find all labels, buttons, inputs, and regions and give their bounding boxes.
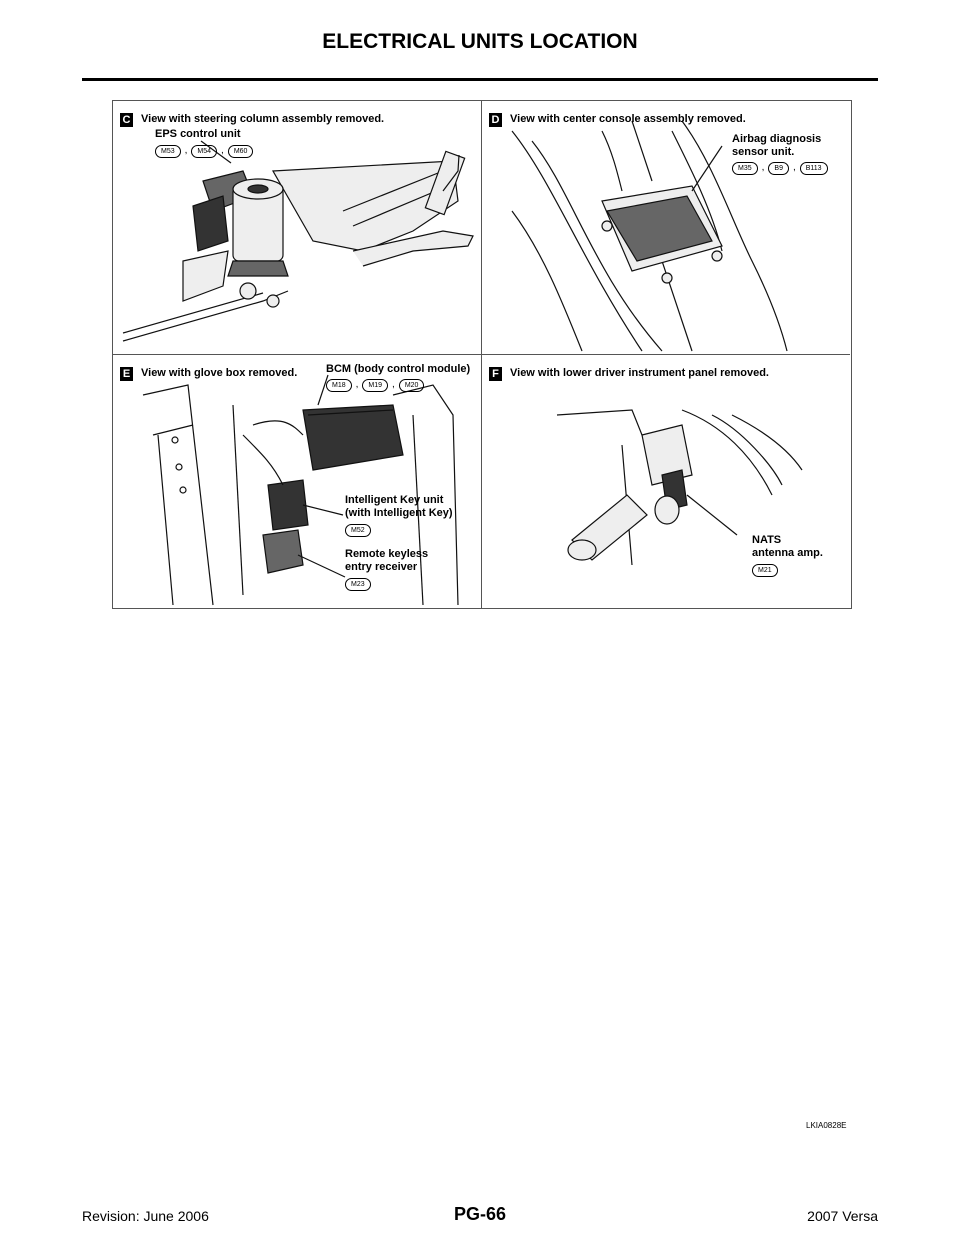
page-title: ELECTRICAL UNITS LOCATION <box>322 30 638 53</box>
ikey-label-line2: (with Intelligent Key) <box>345 507 453 519</box>
title-rule <box>82 78 878 81</box>
airbag-label-line1: Airbag diagnosis <box>732 133 822 145</box>
connector-chip: M53 <box>155 145 181 158</box>
connector-chip: M35 <box>732 162 758 175</box>
footer-page-number: PG-66 <box>453 1204 507 1224</box>
connector-chip: M19 <box>362 379 389 392</box>
panel-c: C View with steering column assembly rem… <box>113 101 482 355</box>
connector-chip: M52 <box>345 524 371 537</box>
ikey-connector: M52 <box>345 524 371 537</box>
connector-chip: B113 <box>799 162 828 175</box>
footer-revision: Revision: June 2006 <box>82 1208 209 1224</box>
connector-chip: M20 <box>398 379 425 392</box>
nats-connector: M21 <box>752 564 778 577</box>
nats-label-line1: NATS <box>752 534 782 546</box>
panel-f-badge: F <box>489 367 502 381</box>
panel-c-caption: View with steering column assembly remov… <box>141 113 385 125</box>
airbag-connectors: M35,B9,B113 <box>732 162 828 175</box>
panel-e-badge: E <box>120 367 133 381</box>
connector-chip: M60 <box>227 145 254 158</box>
eps-connectors: M53,M54,M60 <box>155 145 254 158</box>
connector-chip: M54 <box>191 145 218 158</box>
nats-label-line2: antenna amp. <box>752 547 823 559</box>
driver-panel-illustration <box>556 409 803 566</box>
connector-chip: M23 <box>345 578 371 591</box>
panel-e-caption: View with glove box removed. <box>141 367 298 379</box>
connector-chip: M21 <box>752 564 778 577</box>
figure-code: LKIA0828E <box>806 1121 847 1130</box>
eps-control-unit-label: EPS control unit <box>155 128 241 140</box>
panel-f-caption: View with lower driver instrument panel … <box>510 367 769 379</box>
location-figure: C View with steering column assembly rem… <box>112 100 852 609</box>
glove-box-illustration <box>142 374 459 606</box>
ikey-label-line1: Intelligent Key unit <box>345 494 444 506</box>
panel-e: E View with glove box removed. BCM (body… <box>113 355 482 608</box>
panel-d-badge: D <box>489 113 502 127</box>
panel-d: D View with center console assembly remo… <box>482 101 850 355</box>
connector-chip: M18 <box>326 379 352 392</box>
rke-connector: M23 <box>345 578 371 591</box>
footer-model: 2007 Versa <box>807 1208 878 1224</box>
connector-chip: B9 <box>768 162 789 175</box>
panel-c-badge: C <box>120 113 133 127</box>
rke-label-line1: Remote keyless <box>345 548 429 560</box>
bcm-label: BCM (body control module) <box>326 363 471 375</box>
airbag-label-line2: sensor unit. <box>732 146 795 158</box>
center-console-illustration <box>511 120 788 352</box>
panel-d-caption: View with center console assembly remove… <box>510 113 746 125</box>
bcm-connectors: M18,M19,M20 <box>326 379 425 392</box>
rke-label-line2: entry receiver <box>345 561 418 573</box>
steering-column-illustration <box>122 140 474 342</box>
panel-f: F View with lower driver instrument pane… <box>482 355 850 608</box>
